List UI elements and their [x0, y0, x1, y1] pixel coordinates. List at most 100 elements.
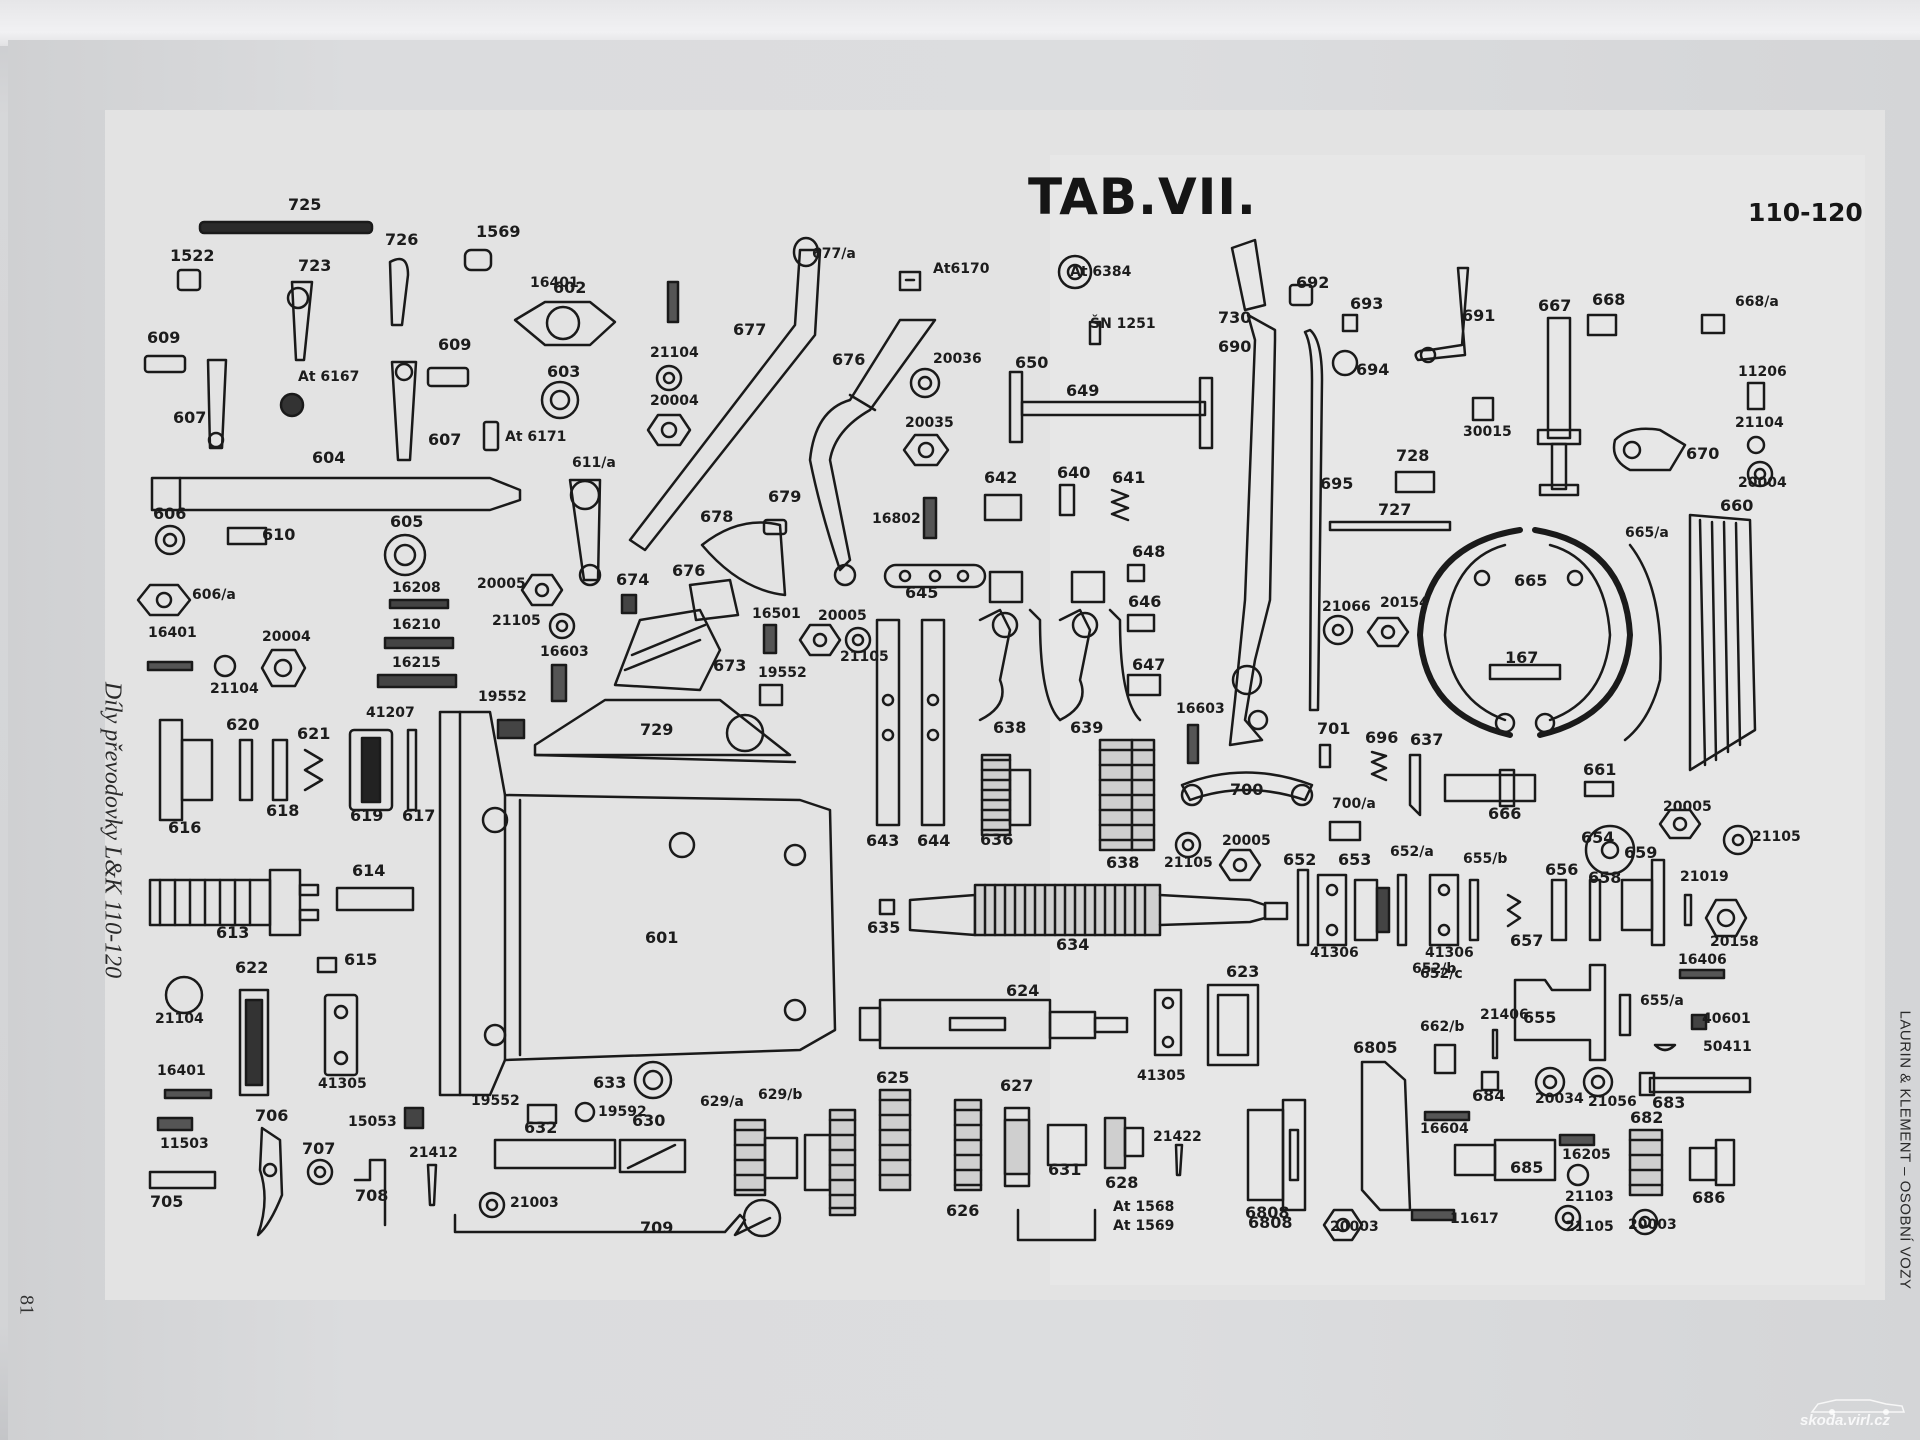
- part-number-label: 668/a: [1735, 294, 1779, 310]
- part-number-label: 636: [980, 830, 1014, 849]
- part-number-label: 16401: [157, 1063, 206, 1079]
- part-number-label: 11206: [1738, 364, 1787, 380]
- part-washer-633: [633, 1060, 673, 1100]
- part-spring-640: [1058, 483, 1076, 517]
- part-shaft-613: [148, 868, 320, 937]
- part-gear-628: [1103, 1116, 1145, 1170]
- part-number-label: 16205: [1562, 1147, 1611, 1163]
- part-number-label: 16215: [392, 655, 441, 671]
- part-key-615: [316, 956, 338, 974]
- part-ring-617: [406, 728, 418, 812]
- part-rod-695: [1303, 328, 1324, 712]
- part-number-label: 665/a: [1625, 525, 1669, 541]
- part-number-label: 1522: [170, 246, 215, 265]
- part-number-label: 20004: [262, 629, 311, 645]
- part-washer-21003: [478, 1191, 506, 1219]
- facing-page-edge: [0, 0, 1920, 46]
- part-spring-16205: [1558, 1133, 1596, 1147]
- part-ring-656: [1550, 878, 1568, 942]
- part-number-label: 661: [1583, 760, 1617, 779]
- part-bearing-41305-b: [1153, 988, 1183, 1057]
- part-rod-709: [453, 1198, 782, 1238]
- part-number-label: ŠN 1251: [1090, 316, 1156, 332]
- part-key-646: [1126, 613, 1156, 633]
- part-number-label: 629/b: [758, 1087, 803, 1103]
- part-number-label: 639: [1070, 718, 1104, 737]
- part-number-label: 674: [616, 570, 650, 589]
- part-lever-607-b: [390, 360, 418, 462]
- part-number-label: 658: [1588, 868, 1622, 887]
- part-number-label: 679: [768, 487, 802, 506]
- part-number-label: 21105: [492, 613, 541, 629]
- part-bearing-41306-b: [1428, 873, 1460, 947]
- part-shaft-667: [1536, 316, 1582, 497]
- part-number-label: 652/b: [1412, 961, 1457, 977]
- part-bearing-41305: [323, 993, 359, 1077]
- part-nut-20005-d: [1658, 808, 1702, 840]
- part-number-label: 677: [733, 320, 767, 339]
- part-dome-678: [700, 521, 787, 597]
- part-fork-638: [978, 570, 1062, 722]
- part-blade-637: [1408, 753, 1422, 817]
- part-fitting-40601: [1690, 1013, 1708, 1031]
- part-number-label: 709: [640, 1218, 674, 1237]
- part-spring-696: [1370, 750, 1388, 782]
- part-nut-20005: [520, 573, 564, 607]
- part-number-label: 706: [255, 1106, 289, 1125]
- part-nut-20036: [909, 367, 941, 399]
- part-washer-654: [1584, 824, 1636, 876]
- part-shaft-624: [858, 998, 1129, 1050]
- part-number-label: 643: [866, 831, 900, 850]
- part-number-label: 645: [905, 583, 939, 602]
- part-number-label: 16603: [540, 644, 589, 660]
- part-key-648: [1126, 563, 1146, 583]
- part-block-692: [1288, 283, 1314, 307]
- part-rod-725: [198, 220, 374, 235]
- part-number-label: 621: [297, 724, 331, 743]
- part-gear-629b: [803, 1108, 857, 1217]
- part-number-label: 678: [700, 507, 734, 526]
- part-number-label: 613: [216, 923, 250, 942]
- part-number-label: 21105: [1164, 855, 1213, 871]
- part-pin-21422: [1174, 1143, 1184, 1177]
- part-number-label: 20005: [1663, 799, 1712, 815]
- part-shaft-604: [150, 476, 522, 512]
- part-pin-21406: [1491, 1028, 1499, 1060]
- part-nut-20154: [1366, 616, 1410, 648]
- part-number-label: 41306: [1310, 945, 1359, 961]
- part-lever-723: [286, 280, 314, 362]
- part-fork-639: [1058, 570, 1142, 722]
- part-number-label: 617: [402, 806, 436, 825]
- part-number-label: 20034: [1535, 1091, 1584, 1107]
- part-hub-686: [1688, 1138, 1736, 1187]
- part-number-label: 605: [390, 512, 424, 531]
- part-number-label: 603: [547, 362, 581, 381]
- part-number-label: 730: [1218, 308, 1252, 327]
- part-number-label: 50411: [1703, 1039, 1752, 1055]
- part-number-label: 656: [1545, 860, 1579, 879]
- part-key-684: [1480, 1070, 1500, 1092]
- part-fitting-at6171: [482, 420, 500, 452]
- part-number-label: 700/a: [1332, 796, 1376, 812]
- part-bracket-691: [1414, 266, 1470, 364]
- part-brake-665: [1417, 527, 1633, 738]
- part-number-label: 626: [946, 1201, 980, 1220]
- part-number-label: 19552: [471, 1093, 520, 1109]
- part-number-label: 694: [1356, 360, 1390, 379]
- part-pins-16208: [376, 598, 458, 689]
- part-washer-21105-c: [1174, 831, 1202, 859]
- part-washer-21056: [1582, 1066, 1614, 1098]
- part-number-label: 19552: [478, 689, 527, 705]
- part-number-label: 41305: [318, 1076, 367, 1092]
- part-claw-706: [256, 1126, 284, 1237]
- part-number-label: 607: [173, 408, 207, 427]
- part-plate-630: [618, 1138, 687, 1174]
- part-number-label: 16401: [148, 625, 197, 641]
- part-number-label: 696: [1365, 728, 1399, 747]
- part-spring-641: [1110, 488, 1130, 522]
- part-washer-694: [1331, 349, 1359, 377]
- part-washer-21105: [548, 612, 576, 640]
- part-block-668a: [1700, 313, 1726, 335]
- part-number-label: 21003: [510, 1195, 559, 1211]
- part-number-label: 659: [1624, 843, 1658, 862]
